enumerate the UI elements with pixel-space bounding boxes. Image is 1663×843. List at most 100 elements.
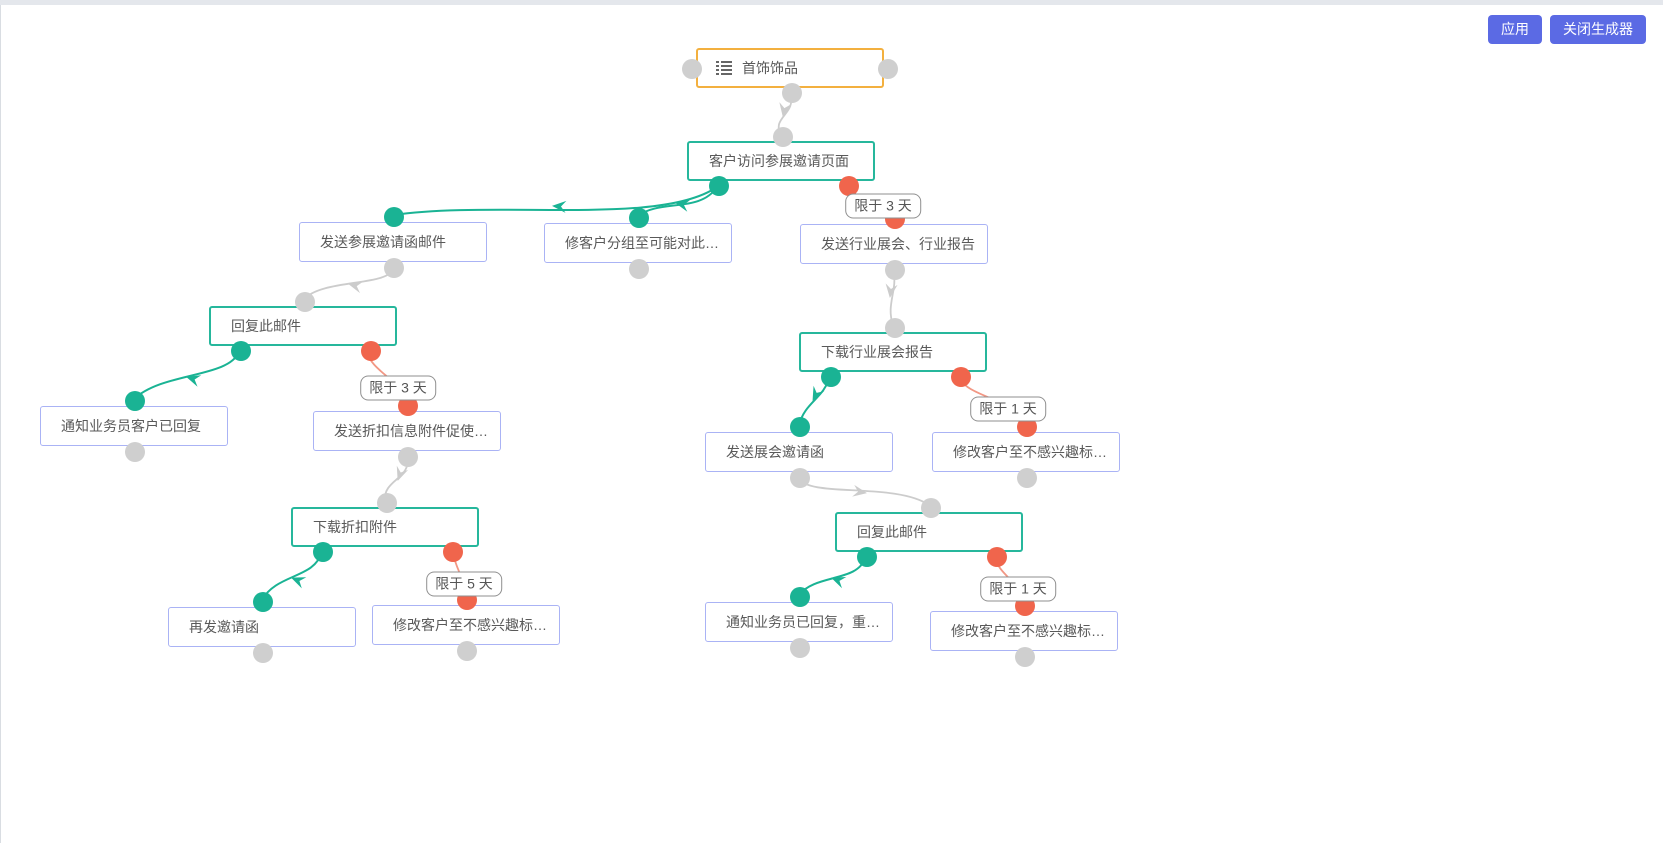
endpoint-dot[interactable] [790,638,810,658]
node-download-discount-attachment[interactable]: 下载折扣附件 [291,493,479,562]
endpoint-dot[interactable] [790,587,810,607]
endpoint-dot[interactable] [253,643,273,663]
endpoint-dot[interactable] [384,207,404,227]
node-resend-invite[interactable]: 再发邀请函 [168,592,356,663]
node-reply-email-1[interactable]: 回复此邮件 [209,292,397,361]
node-root-category[interactable]: 首饰饰品 [682,48,898,103]
endpoint-dot[interactable] [377,493,397,513]
node-tag-not-interested-3[interactable]: 修改客户至不感兴趣标签组 [930,596,1118,667]
node-label: 修改客户至不感兴趣标签组 [951,623,1105,639]
edge-inviteemail-to-reply1 [302,267,394,301]
node-regroup-customers[interactable]: 修客户分组至可能对此展会... [544,208,732,279]
node-label: 下载折扣附件 [313,519,397,535]
toolbar: 应用 关闭生成器 [1488,15,1646,44]
endpoint-dot-yes[interactable] [231,341,251,361]
node-label: 修改客户至不感兴趣标签组 [953,444,1107,460]
endpoint-dot[interactable] [1015,647,1035,667]
edge-reply2-to-notify2 [798,557,866,596]
endpoint-dot[interactable] [885,260,905,280]
edge-timeout-label: 限于 3 天 [845,193,921,219]
node-label: 首饰饰品 [742,60,798,76]
edge-arrow [396,465,409,481]
edge-timeout-label: 限于 1 天 [970,396,1046,422]
apply-button[interactable]: 应用 [1488,15,1542,44]
edge-arrow [852,484,867,497]
node-label: 发送展会邀请函 [726,444,824,460]
endpoint-dot[interactable] [295,292,315,312]
endpoint-dot[interactable] [629,208,649,228]
left-edge-divider [0,5,1,843]
node-send-industry-report[interactable]: 发送行业展会、行业报告 [800,209,988,280]
endpoint-dot-yes[interactable] [709,176,729,196]
node-send-discount-attachment[interactable]: 发送折扣信息附件促使客户... [313,396,501,467]
edge-arrow [186,375,202,387]
node-label: 再发邀请函 [189,619,259,635]
endpoint-dot[interactable] [1017,417,1037,437]
edge-timeout-label: 限于 5 天 [426,571,502,597]
node-label: 下载行业展会报告 [821,344,933,360]
node-label: 回复此邮件 [231,318,301,334]
endpoint-dot[interactable] [457,641,477,661]
node-notify-salesman-replied[interactable]: 通知业务员客户已回复 [40,391,228,462]
endpoint-dot[interactable] [790,417,810,437]
node-send-expo-invite[interactable]: 发送展会邀请函 [705,417,893,488]
edge-arrow [812,385,825,401]
endpoint-dot[interactable] [398,396,418,416]
endpoint-dot[interactable] [878,59,898,79]
node-label: 客户访问参展邀请页面 [709,153,849,169]
endpoint-dot[interactable] [773,127,793,147]
endpoint-dot-yes[interactable] [821,367,841,387]
node-label: 发送折扣信息附件促使客户... [334,423,488,439]
edge-download-to-resend [261,552,322,601]
node-label: 发送参展邀请函邮件 [320,234,446,250]
endpoint-dot[interactable] [1017,468,1037,488]
edge-arrow [291,577,307,589]
node-download-industry-report[interactable]: 下载行业展会报告 [799,318,987,387]
edge-arrow [348,281,364,294]
endpoint-dot[interactable] [790,468,810,488]
endpoint-dot[interactable] [629,259,649,279]
endpoint-dot[interactable] [125,391,145,411]
endpoint-dot-timeout[interactable] [951,367,971,387]
node-label: 发送行业展会、行业报告 [821,236,975,252]
edge-arrows [186,102,898,589]
edge-reply1-to-notify [133,351,240,400]
edge-timeout-label: 限于 3 天 [360,375,436,401]
endpoint-dot-timeout[interactable] [443,542,463,562]
edge-visit-to-inviteemail [392,186,718,216]
edge-arrow [552,200,567,213]
endpoint-dot[interactable] [885,318,905,338]
close-builder-button[interactable]: 关闭生成器 [1550,15,1646,44]
endpoint-dot-yes[interactable] [857,547,877,567]
edge-timeout-label: 限于 1 天 [980,576,1056,602]
endpoint-dot[interactable] [384,258,404,278]
node-label: 通知业务员已回复，重点跟... [726,614,880,630]
node-label: 通知业务员客户已回复 [61,418,201,434]
endpoint-dot-yes[interactable] [313,542,333,562]
endpoint-dot[interactable] [921,498,941,518]
node-label: 修改客户至不感兴趣标签组 [393,617,547,633]
endpoint-dot-timeout[interactable] [839,176,859,196]
endpoint-dot[interactable] [682,59,702,79]
node-label: 回复此邮件 [857,524,927,540]
endpoint-dot-timeout[interactable] [987,547,1007,567]
node-visit-invite-page[interactable]: 客户访问参展邀请页面 [687,127,875,196]
node-send-invite-email[interactable]: 发送参展邀请函邮件 [299,207,487,278]
node-notify-salesman-followup[interactable]: 通知业务员已回复，重点跟... [705,587,893,658]
edge-arrow [779,102,792,117]
endpoint-dot[interactable] [253,592,273,612]
endpoint-dot[interactable] [398,447,418,467]
node-tag-not-interested-2[interactable]: 修改客户至不感兴趣标签组 [932,417,1120,488]
endpoint-dot[interactable] [782,83,802,103]
edge-arrow [885,283,898,298]
node-label: 修客户分组至可能对此展会... [565,235,719,251]
edge-arrow [831,577,847,589]
endpoint-dot-timeout[interactable] [361,341,381,361]
top-strip [0,0,1663,5]
endpoint-dot[interactable] [125,442,145,462]
edge-arrow [675,200,691,212]
node-reply-email-2[interactable]: 回复此邮件 [835,498,1023,567]
node-tag-not-interested-1[interactable]: 修改客户至不感兴趣标签组 [372,590,560,661]
